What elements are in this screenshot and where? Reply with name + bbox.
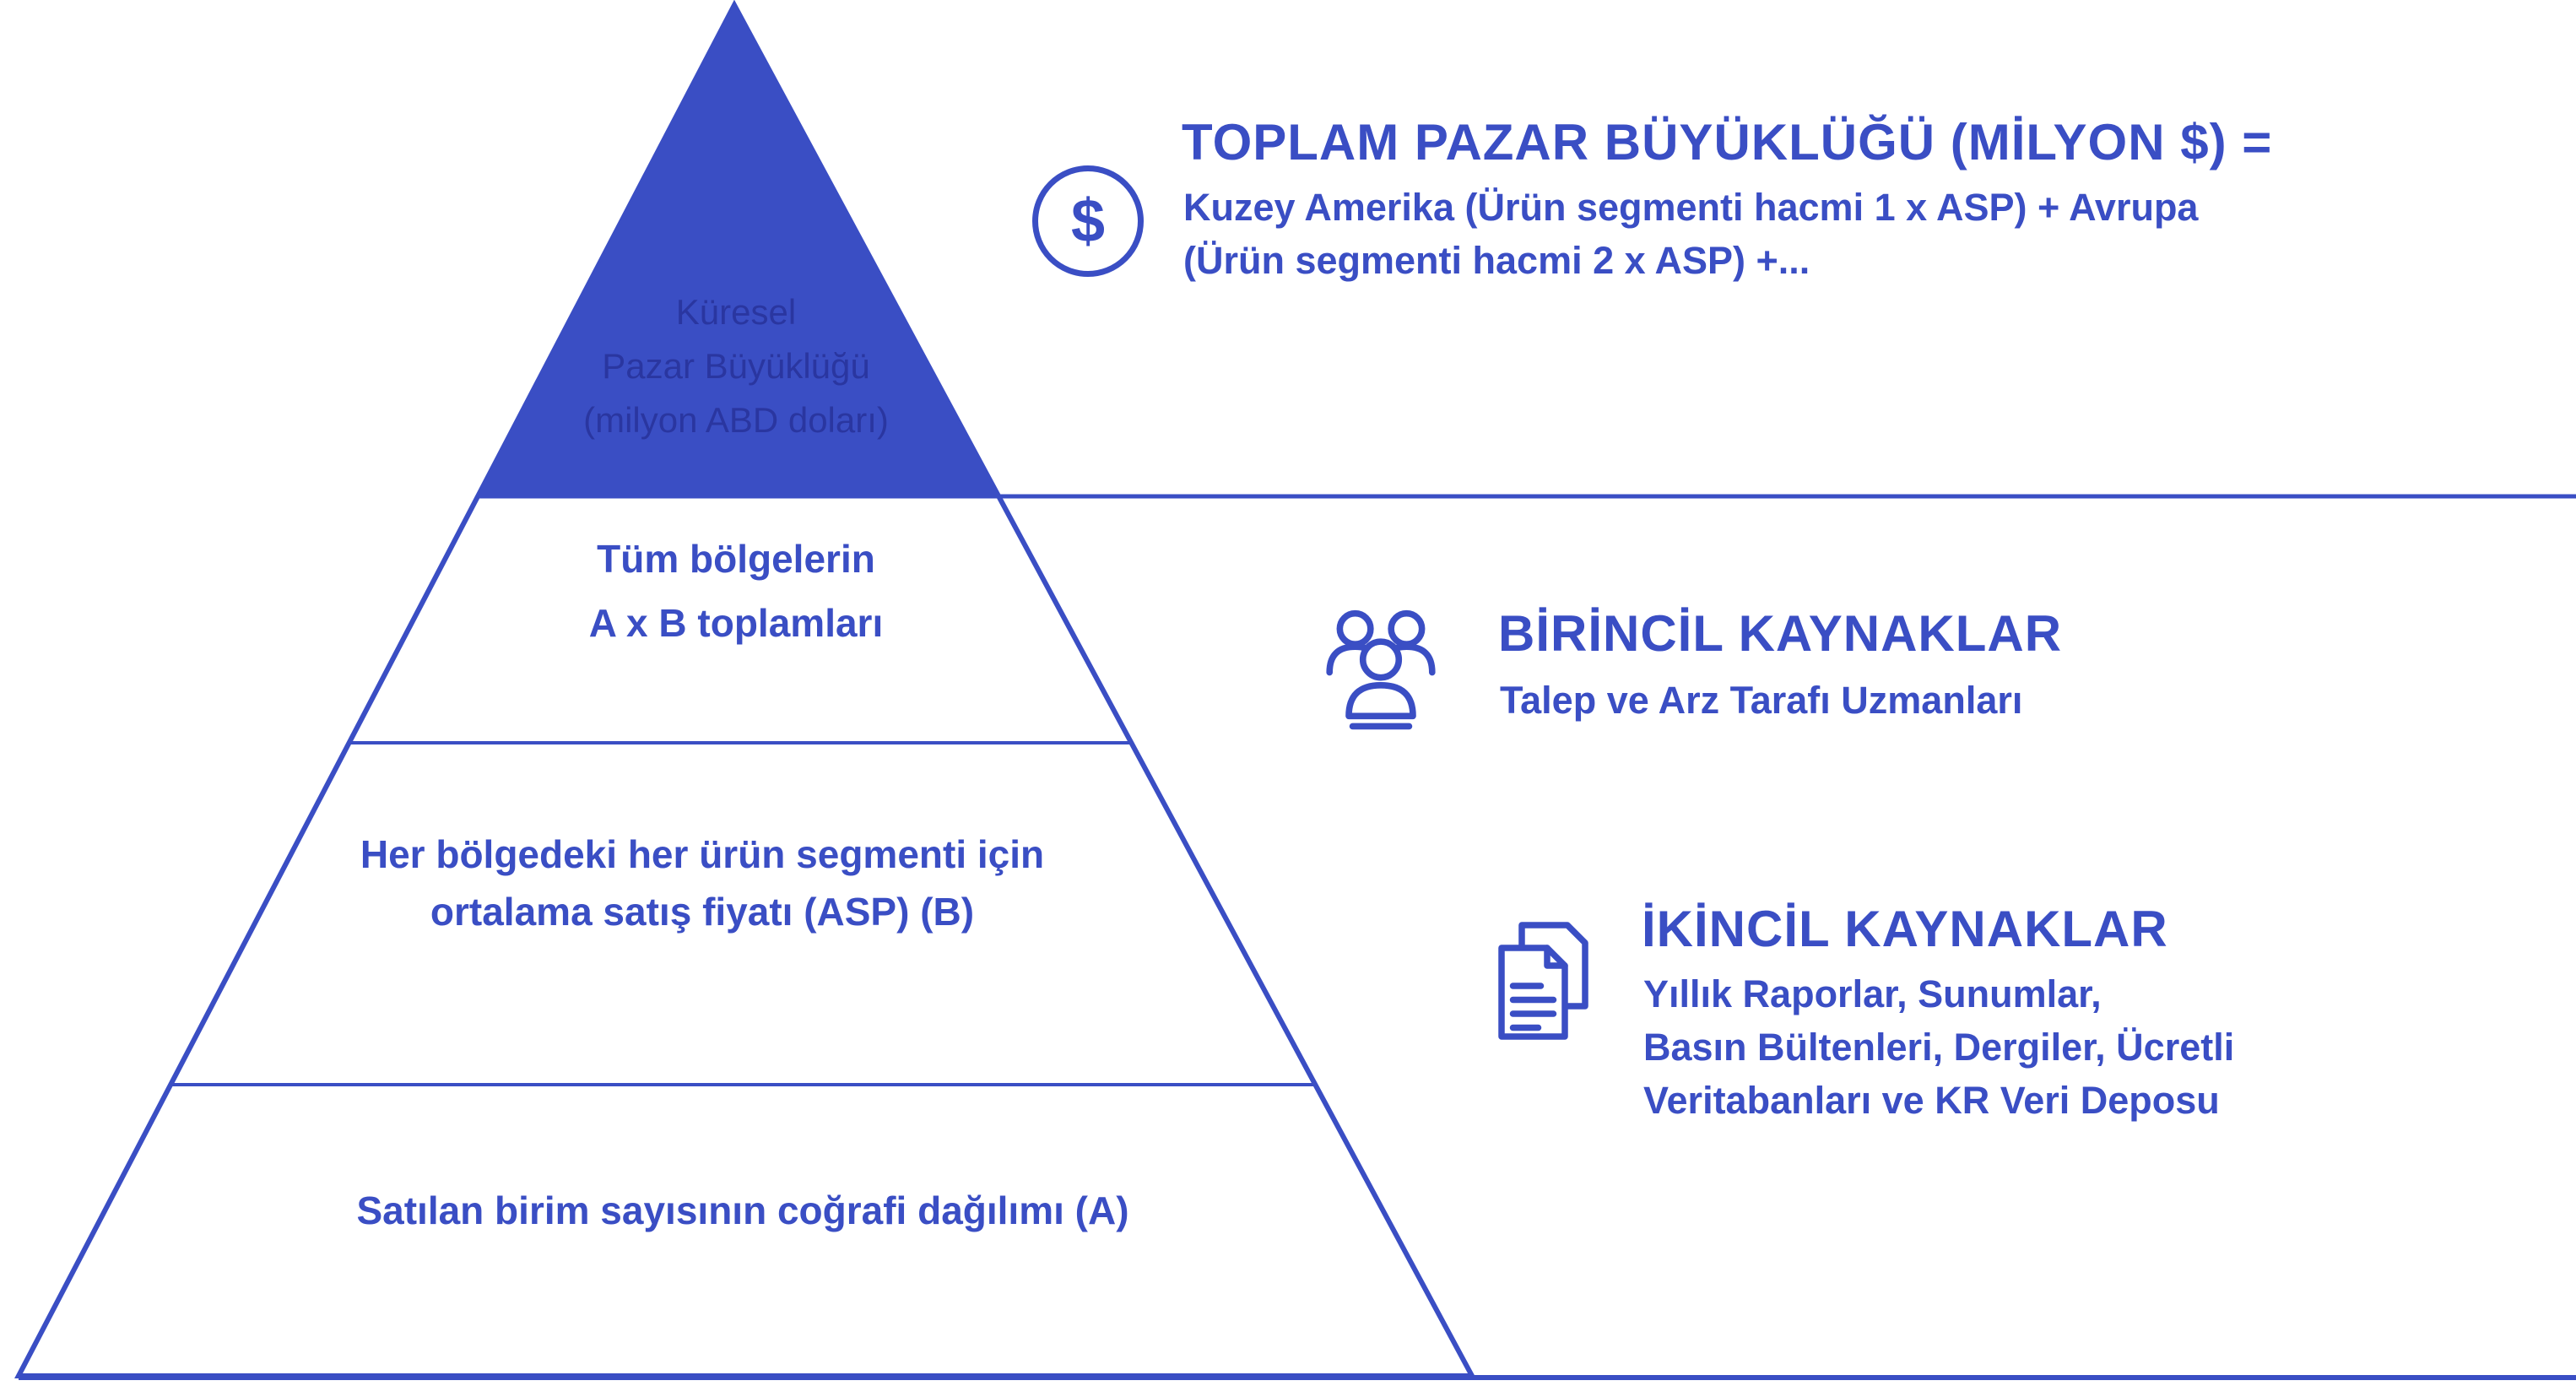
secondary-sources-title: İKİNCİL KAYNAKLAR	[1642, 901, 2168, 957]
people-icon	[1326, 609, 1436, 730]
documents-icon	[1498, 922, 1588, 1040]
total-market-body: Kuzey Amerika (Ürün segmenti hacmi 1 x A…	[1183, 186, 2199, 282]
secondary-sources-body: Yıllık Raporlar, Sunumlar, Basın Bültenl…	[1643, 972, 2235, 1122]
pyramid-level2-label: Tüm bölgelerin A x B toplamları	[588, 537, 884, 645]
total-market-title: TOPLAM PAZAR BÜYÜKLÜĞÜ (MİLYON $) =	[1182, 114, 2273, 171]
pyramid-top-label: Küresel Pazar Büyüklüğü (milyon ABD dola…	[583, 292, 889, 440]
dollar-circle-icon: $	[1032, 165, 1144, 277]
pyramid-level4-label: Satılan birim sayısının coğrafi dağılımı…	[356, 1188, 1129, 1232]
primary-sources-title: BİRİNCİL KAYNAKLAR	[1498, 605, 2063, 662]
pyramid-level3-label: Her bölgedeki her ürün segmenti için ort…	[360, 832, 1045, 934]
primary-sources-body: Talep ve Arz Tarafı Uzmanları	[1500, 679, 2023, 722]
dollar-glyph: $	[1070, 187, 1106, 255]
